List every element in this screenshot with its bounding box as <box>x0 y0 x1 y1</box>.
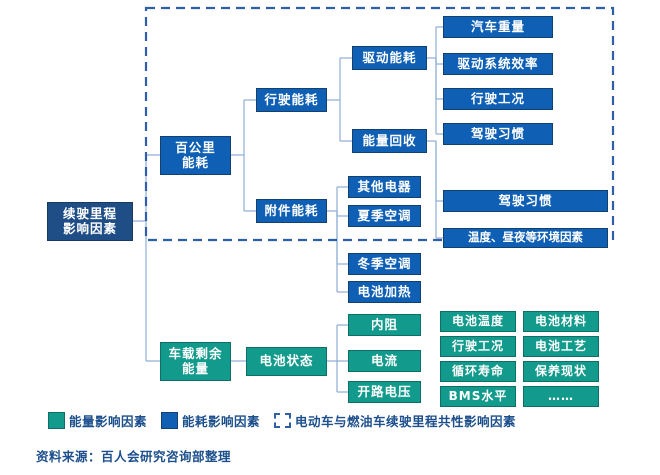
node-current[interactable]: 电流 <box>348 350 421 372</box>
legend-swatch-dashed <box>274 413 292 428</box>
legend-label-common-influence: 电动车与燃油车续驶里程共性影响因素 <box>295 414 517 429</box>
legend-swatch-teal <box>48 412 65 429</box>
node-summer-ac[interactable]: 夏季空调 <box>348 205 421 227</box>
source-note: 资料来源：百人会研究咨询部整理 <box>36 449 232 464</box>
node-ellipsis[interactable]: …… <box>523 386 599 407</box>
legend-item-energy-influence: 能量影响因素 <box>48 411 147 430</box>
node-battery-state[interactable]: 电池状态 <box>246 347 327 376</box>
node-cycle-life[interactable]: 循环寿命 <box>440 361 516 382</box>
node-accessory-consumption[interactable]: 附件能耗 <box>256 199 327 223</box>
node-drive-energy[interactable]: 驱动能耗 <box>352 46 427 70</box>
node-driving-condition-batt[interactable]: 行驶工况 <box>440 336 516 357</box>
node-energy-recovery[interactable]: 能量回收 <box>352 129 427 153</box>
legend-label-energy-influence: 能量影响因素 <box>69 414 148 429</box>
node-winter-ac[interactable]: 冬季空调 <box>348 253 421 275</box>
node-battery-temperature[interactable]: 电池温度 <box>440 311 516 332</box>
legend-label-consumption-influence: 能耗影响因素 <box>182 414 261 429</box>
node-drive-system-efficiency[interactable]: 驱动系统效率 <box>443 53 553 75</box>
node-internal-resistance[interactable]: 内阻 <box>348 314 421 336</box>
node-maintenance-status[interactable]: 保养现状 <box>523 361 599 382</box>
legend-swatch-blue <box>161 412 179 429</box>
node-other-electric[interactable]: 其他电器 <box>348 176 421 198</box>
node-driving-consumption[interactable]: 行驶能耗 <box>256 88 327 112</box>
node-battery-heating[interactable]: 电池加热 <box>348 281 421 303</box>
legend-item-consumption-influence: 能耗影响因素 <box>161 411 260 430</box>
legend: 能量影响因素 能耗影响因素 电动车与燃油车续驶里程共性影响因素 <box>48 411 530 430</box>
node-battery-process[interactable]: 电池工艺 <box>523 336 599 357</box>
node-open-circuit-voltage[interactable]: 开路电压 <box>348 381 421 403</box>
node-battery-material[interactable]: 电池材料 <box>523 311 599 332</box>
node-vehicle-weight[interactable]: 汽车重量 <box>443 16 553 38</box>
node-bms-level[interactable]: BMS水平 <box>440 386 516 407</box>
node-onboard-remaining[interactable]: 车载剩余 能量 <box>160 342 231 381</box>
node-environment-factors[interactable]: 温度、昼夜等环境因素 <box>443 228 608 248</box>
node-per100km[interactable]: 百公里 能耗 <box>160 136 231 175</box>
legend-item-common-influence: 电动车与燃油车续驶里程共性影响因素 <box>274 411 516 430</box>
node-root[interactable]: 续驶里程 影响因素 <box>47 202 133 241</box>
node-driving-habit[interactable]: 驾驶习惯 <box>443 123 553 145</box>
node-driving-habit-recovery[interactable]: 驾驶习惯 <box>443 190 608 212</box>
node-driving-condition[interactable]: 行驶工况 <box>443 88 553 110</box>
